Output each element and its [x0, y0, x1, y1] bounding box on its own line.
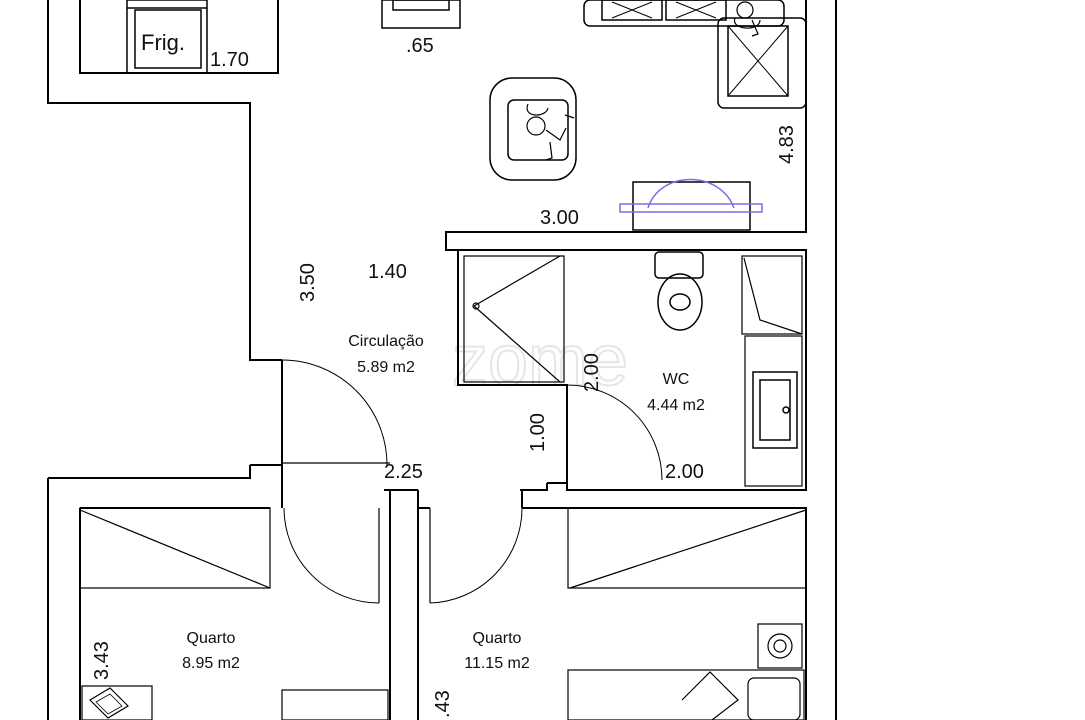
circulation-area: 5.89 m2	[357, 359, 415, 376]
wc-label: WC	[663, 371, 690, 388]
door-circulation	[281, 359, 390, 466]
door-bedroom-2	[429, 507, 523, 604]
room1-label: Quarto	[187, 630, 236, 647]
dim-3-00: 3.00	[540, 207, 579, 229]
fridge	[126, 0, 208, 74]
door-wc	[566, 384, 663, 481]
dim-3-50: 3.50	[297, 263, 319, 302]
person-on-sofa-icon	[734, 1, 761, 37]
dim-0-43: .43	[432, 690, 454, 718]
stove	[381, 0, 461, 29]
fridge-label: Frig.	[141, 30, 185, 55]
wc-area: 4.44 m2	[647, 397, 705, 414]
desk-bedroom-1	[81, 685, 389, 720]
dim-2-00-horizontal: 2.00	[665, 461, 704, 483]
dim-2-25: 2.25	[384, 461, 423, 483]
sofa	[583, 0, 807, 109]
shower	[463, 255, 565, 383]
room2-label: Quarto	[473, 630, 522, 647]
circulation-label: Circulação	[348, 333, 424, 350]
person-on-armchair-icon	[526, 103, 575, 161]
sink	[752, 371, 798, 449]
toilet	[654, 251, 704, 331]
armchair	[489, 77, 577, 181]
room2-area: 11.15 m2	[464, 655, 530, 672]
bedside-lamp	[757, 623, 803, 669]
room1-area: 8.95 m2	[182, 655, 240, 672]
dim-1-00: 1.00	[527, 413, 549, 452]
dim-2-00-vertical: 2.00	[581, 353, 603, 392]
watermark-logo: zome	[452, 321, 628, 401]
wc-cabinet	[741, 255, 803, 487]
dim-3-43: 3.43	[91, 641, 113, 680]
walls	[47, 0, 837, 720]
bed-bedroom-2	[567, 669, 805, 720]
dim-1-40: 1.40	[368, 261, 407, 283]
tv-unit	[619, 178, 763, 231]
wardrobe-bedroom-1	[79, 507, 271, 589]
dim-0-65: .65	[406, 35, 434, 57]
door-bedroom-1	[281, 490, 380, 604]
wardrobe-bedroom-2	[567, 507, 807, 589]
dim-4-83: 4.83	[776, 125, 798, 164]
dim-1-70: 1.70	[210, 49, 249, 71]
